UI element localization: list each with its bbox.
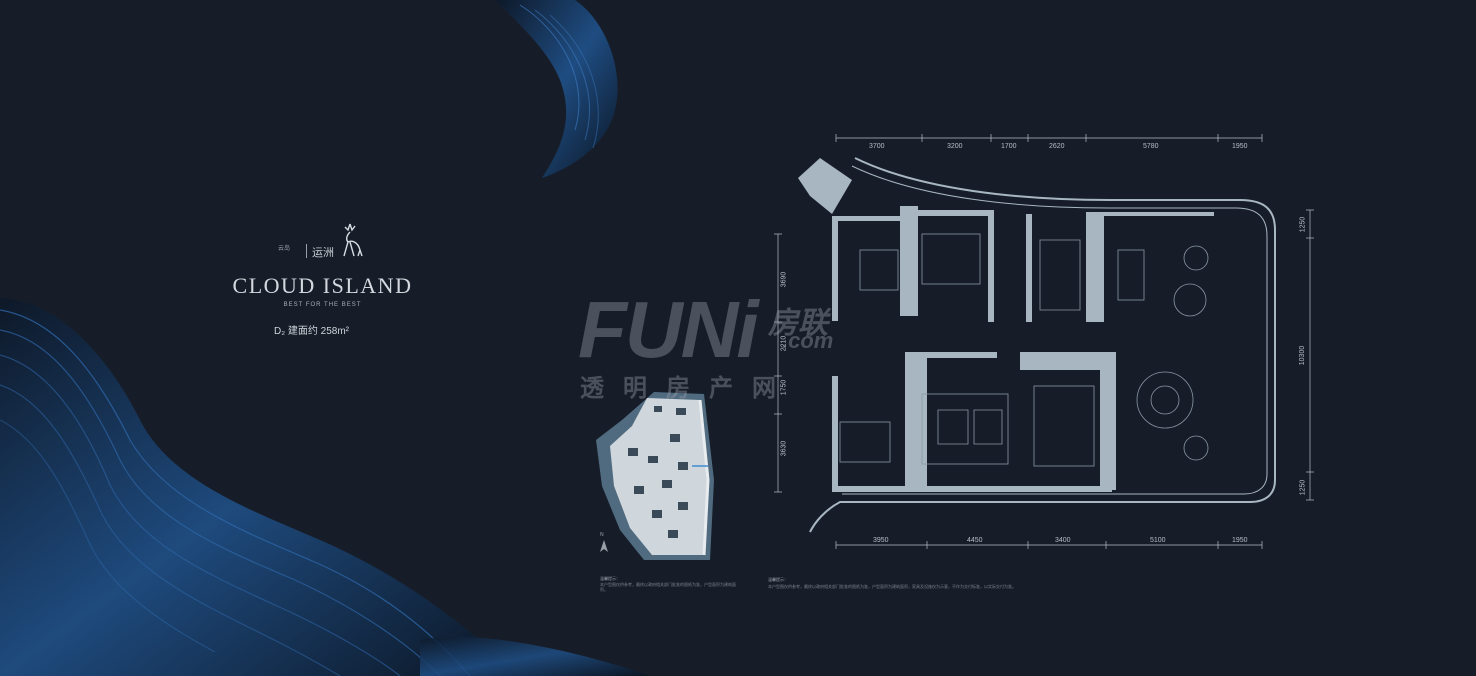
- dim-left-1: 3690: [780, 271, 788, 288]
- brand-sub-logo: 云岛: [278, 246, 291, 252]
- dim-bottom-3: 3400: [1055, 537, 1071, 544]
- unit-area-label: D₂ 建面约 258m²: [274, 326, 350, 337]
- watermark-slogan: 透明房产网: [580, 375, 795, 402]
- watermark-logo: FUNi: [578, 285, 759, 374]
- dim-top-6: 1950: [1232, 143, 1248, 150]
- dim-top-1: 3700: [869, 143, 885, 150]
- watermark-cn: 房联: [768, 307, 828, 340]
- brand-tagline: BEST FOR THE BEST: [283, 302, 362, 308]
- dim-right-2: 10300: [1299, 345, 1307, 366]
- dim-bottom-2: 4450: [967, 537, 983, 544]
- north-arrow-icon: [600, 540, 608, 552]
- dim-top-2: 3200: [947, 143, 963, 150]
- watermark-domain: .com: [782, 328, 834, 353]
- note-left-title: 温馨提示：: [600, 576, 620, 581]
- brand-title: CLOUD ISLAND: [232, 273, 413, 298]
- dim-top-4: 2620: [1049, 143, 1065, 150]
- top-wave-shape: [495, 0, 618, 178]
- dim-right-1: 1250: [1299, 216, 1307, 233]
- north-label: N: [600, 532, 604, 538]
- dim-bottom-4: 5100: [1150, 537, 1166, 544]
- bottom-wave-shape: [0, 298, 650, 676]
- note-left-body: 本户型图仅供参考，最终以政府相关部门批准的图纸为准，户型面积为建筑面积。: [600, 582, 736, 592]
- dim-right-3: 1250: [1299, 479, 1307, 496]
- note-right-body: 本户型图仅供参考，最终以政府相关部门批准的图纸为准，户型面积为建筑面积，家具及设…: [768, 584, 1016, 589]
- dim-top-3: 1700: [1001, 143, 1017, 150]
- logo-divider: [306, 244, 307, 258]
- dim-left-4: 3630: [780, 440, 788, 457]
- floor-plan: [774, 134, 1314, 549]
- brand-cn-logo: 运洲: [312, 247, 334, 259]
- site-map: [596, 392, 714, 560]
- dim-top-5: 5780: [1143, 143, 1159, 150]
- deer-logo-icon: [343, 223, 363, 257]
- note-right-title: 温馨提示：: [768, 577, 788, 582]
- dim-bottom-1: 3950: [873, 537, 889, 544]
- dim-bottom-5: 1950: [1232, 537, 1248, 544]
